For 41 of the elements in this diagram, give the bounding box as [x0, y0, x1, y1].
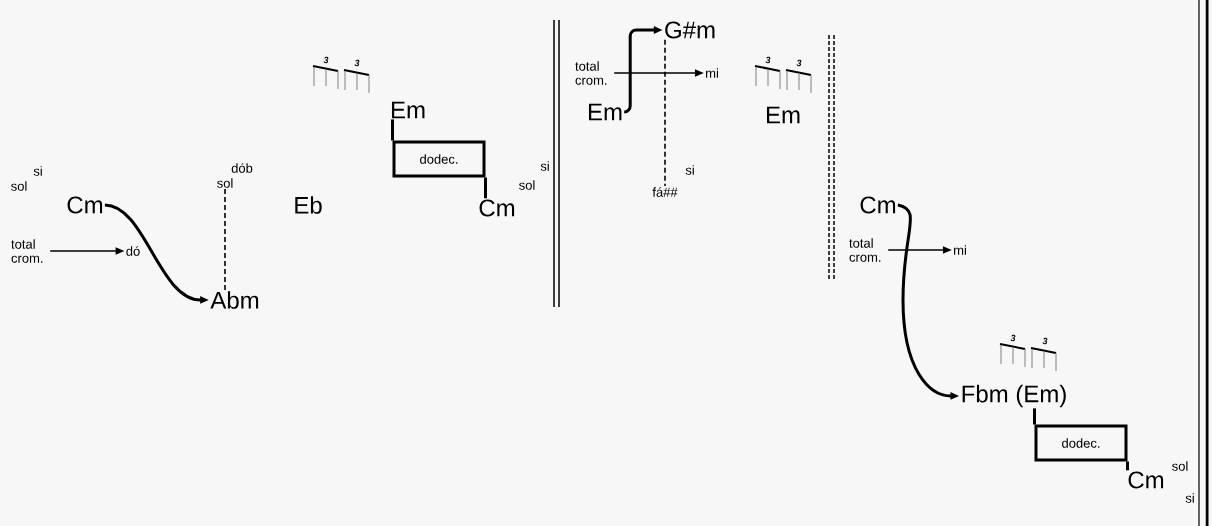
note-name: mi [954, 245, 966, 255]
tuplet-number: 3 [796, 59, 802, 67]
chord-name: Cm [1128, 471, 1164, 489]
chord-name: Cm [479, 199, 515, 217]
bracket-line [391, 119, 394, 141]
bracket-line [1033, 408, 1036, 425]
annotation-text: total crom. [575, 61, 607, 85]
note-name: fá## [652, 187, 678, 197]
chord-name: Em [767, 106, 800, 124]
tuplet-number: 3 [323, 56, 329, 64]
note-name: si [33, 166, 42, 176]
chord-name: Em [392, 101, 425, 119]
bracket-line [484, 177, 487, 199]
note-name: sol [519, 180, 535, 190]
bracket-line [1126, 461, 1129, 471]
chord-name: Cm [67, 196, 103, 214]
annotation-text: total crom. [849, 238, 881, 262]
chord-name: Fbm (Em) [962, 384, 1066, 408]
tuplet-number: 3 [1042, 337, 1048, 345]
tuplet-number: 3 [1010, 334, 1016, 342]
chord-name: Em [589, 103, 622, 121]
note-name: sol [1172, 461, 1188, 471]
note-name: si [1185, 493, 1194, 503]
note-name: dó [126, 246, 140, 256]
chord-name: G#m [665, 21, 715, 39]
chord-name: Eb [295, 196, 322, 214]
annotation-text: total crom. [11, 239, 43, 263]
note-name: sol [217, 178, 233, 188]
chord-name: Cm [860, 196, 896, 214]
note-name: mi [706, 68, 718, 78]
note-name: si [685, 165, 694, 175]
dashed-line [224, 188, 226, 291]
chord-name: Abm [210, 291, 259, 309]
note-name: dób [231, 163, 253, 173]
dashed-line [664, 38, 666, 187]
labeled-box: dodec. [392, 140, 486, 178]
labeled-box: dodec. [1034, 424, 1128, 462]
note-name: si [540, 161, 549, 171]
tuplet-number: 3 [354, 59, 360, 67]
tuplet-number: 3 [765, 56, 771, 64]
note-name: sol [11, 181, 27, 191]
